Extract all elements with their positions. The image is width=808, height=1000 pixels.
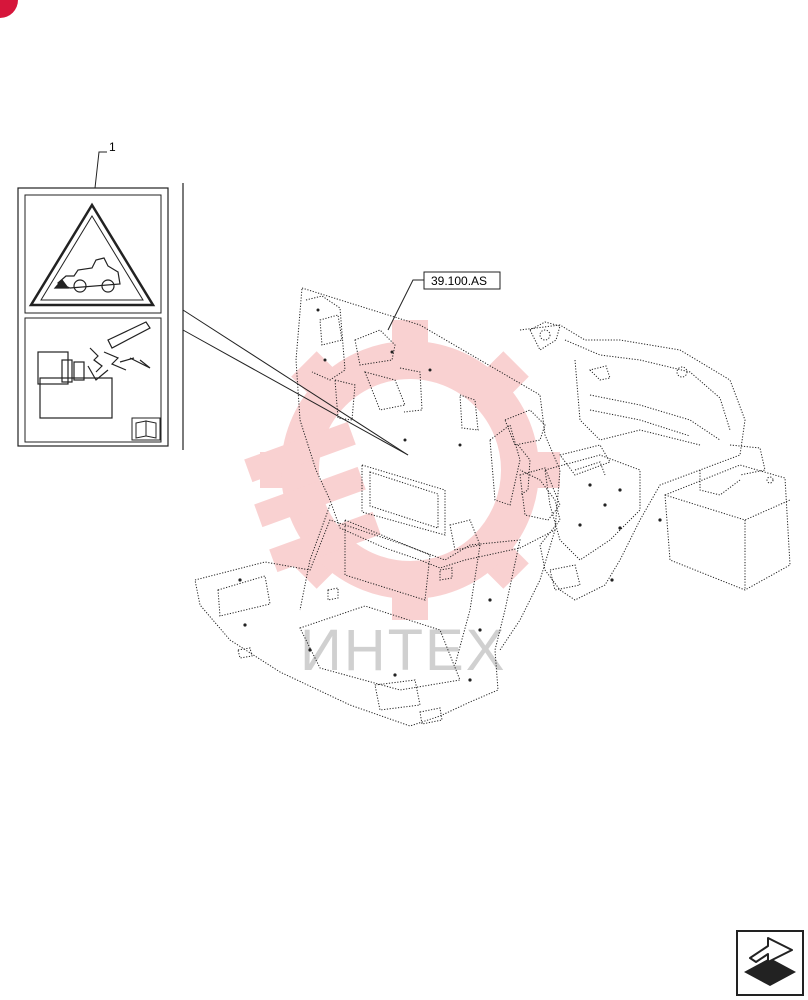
manual-book-icon <box>131 417 161 441</box>
watermark-logo <box>244 320 560 620</box>
reference-label-text: 39.100.AS <box>431 274 487 288</box>
next-page-arrow-icon[interactable] <box>736 930 804 996</box>
watermark-text: ИНТЕХ <box>300 618 506 683</box>
loader-vehicle-icon <box>53 257 121 293</box>
machine-frame <box>194 287 791 727</box>
warning-decal <box>17 187 169 447</box>
callout-leader <box>94 151 107 189</box>
corner-mark-icon <box>0 0 18 18</box>
warning-triangle-icon <box>28 202 156 307</box>
decal-pointer-line <box>182 329 409 456</box>
reference-label-box[interactable]: 39.100.AS <box>423 271 501 290</box>
reference-leader <box>387 279 424 331</box>
electric-shock-icon <box>37 321 151 419</box>
decal-pointer-line <box>182 309 409 456</box>
callout-number: 1 <box>109 140 116 154</box>
